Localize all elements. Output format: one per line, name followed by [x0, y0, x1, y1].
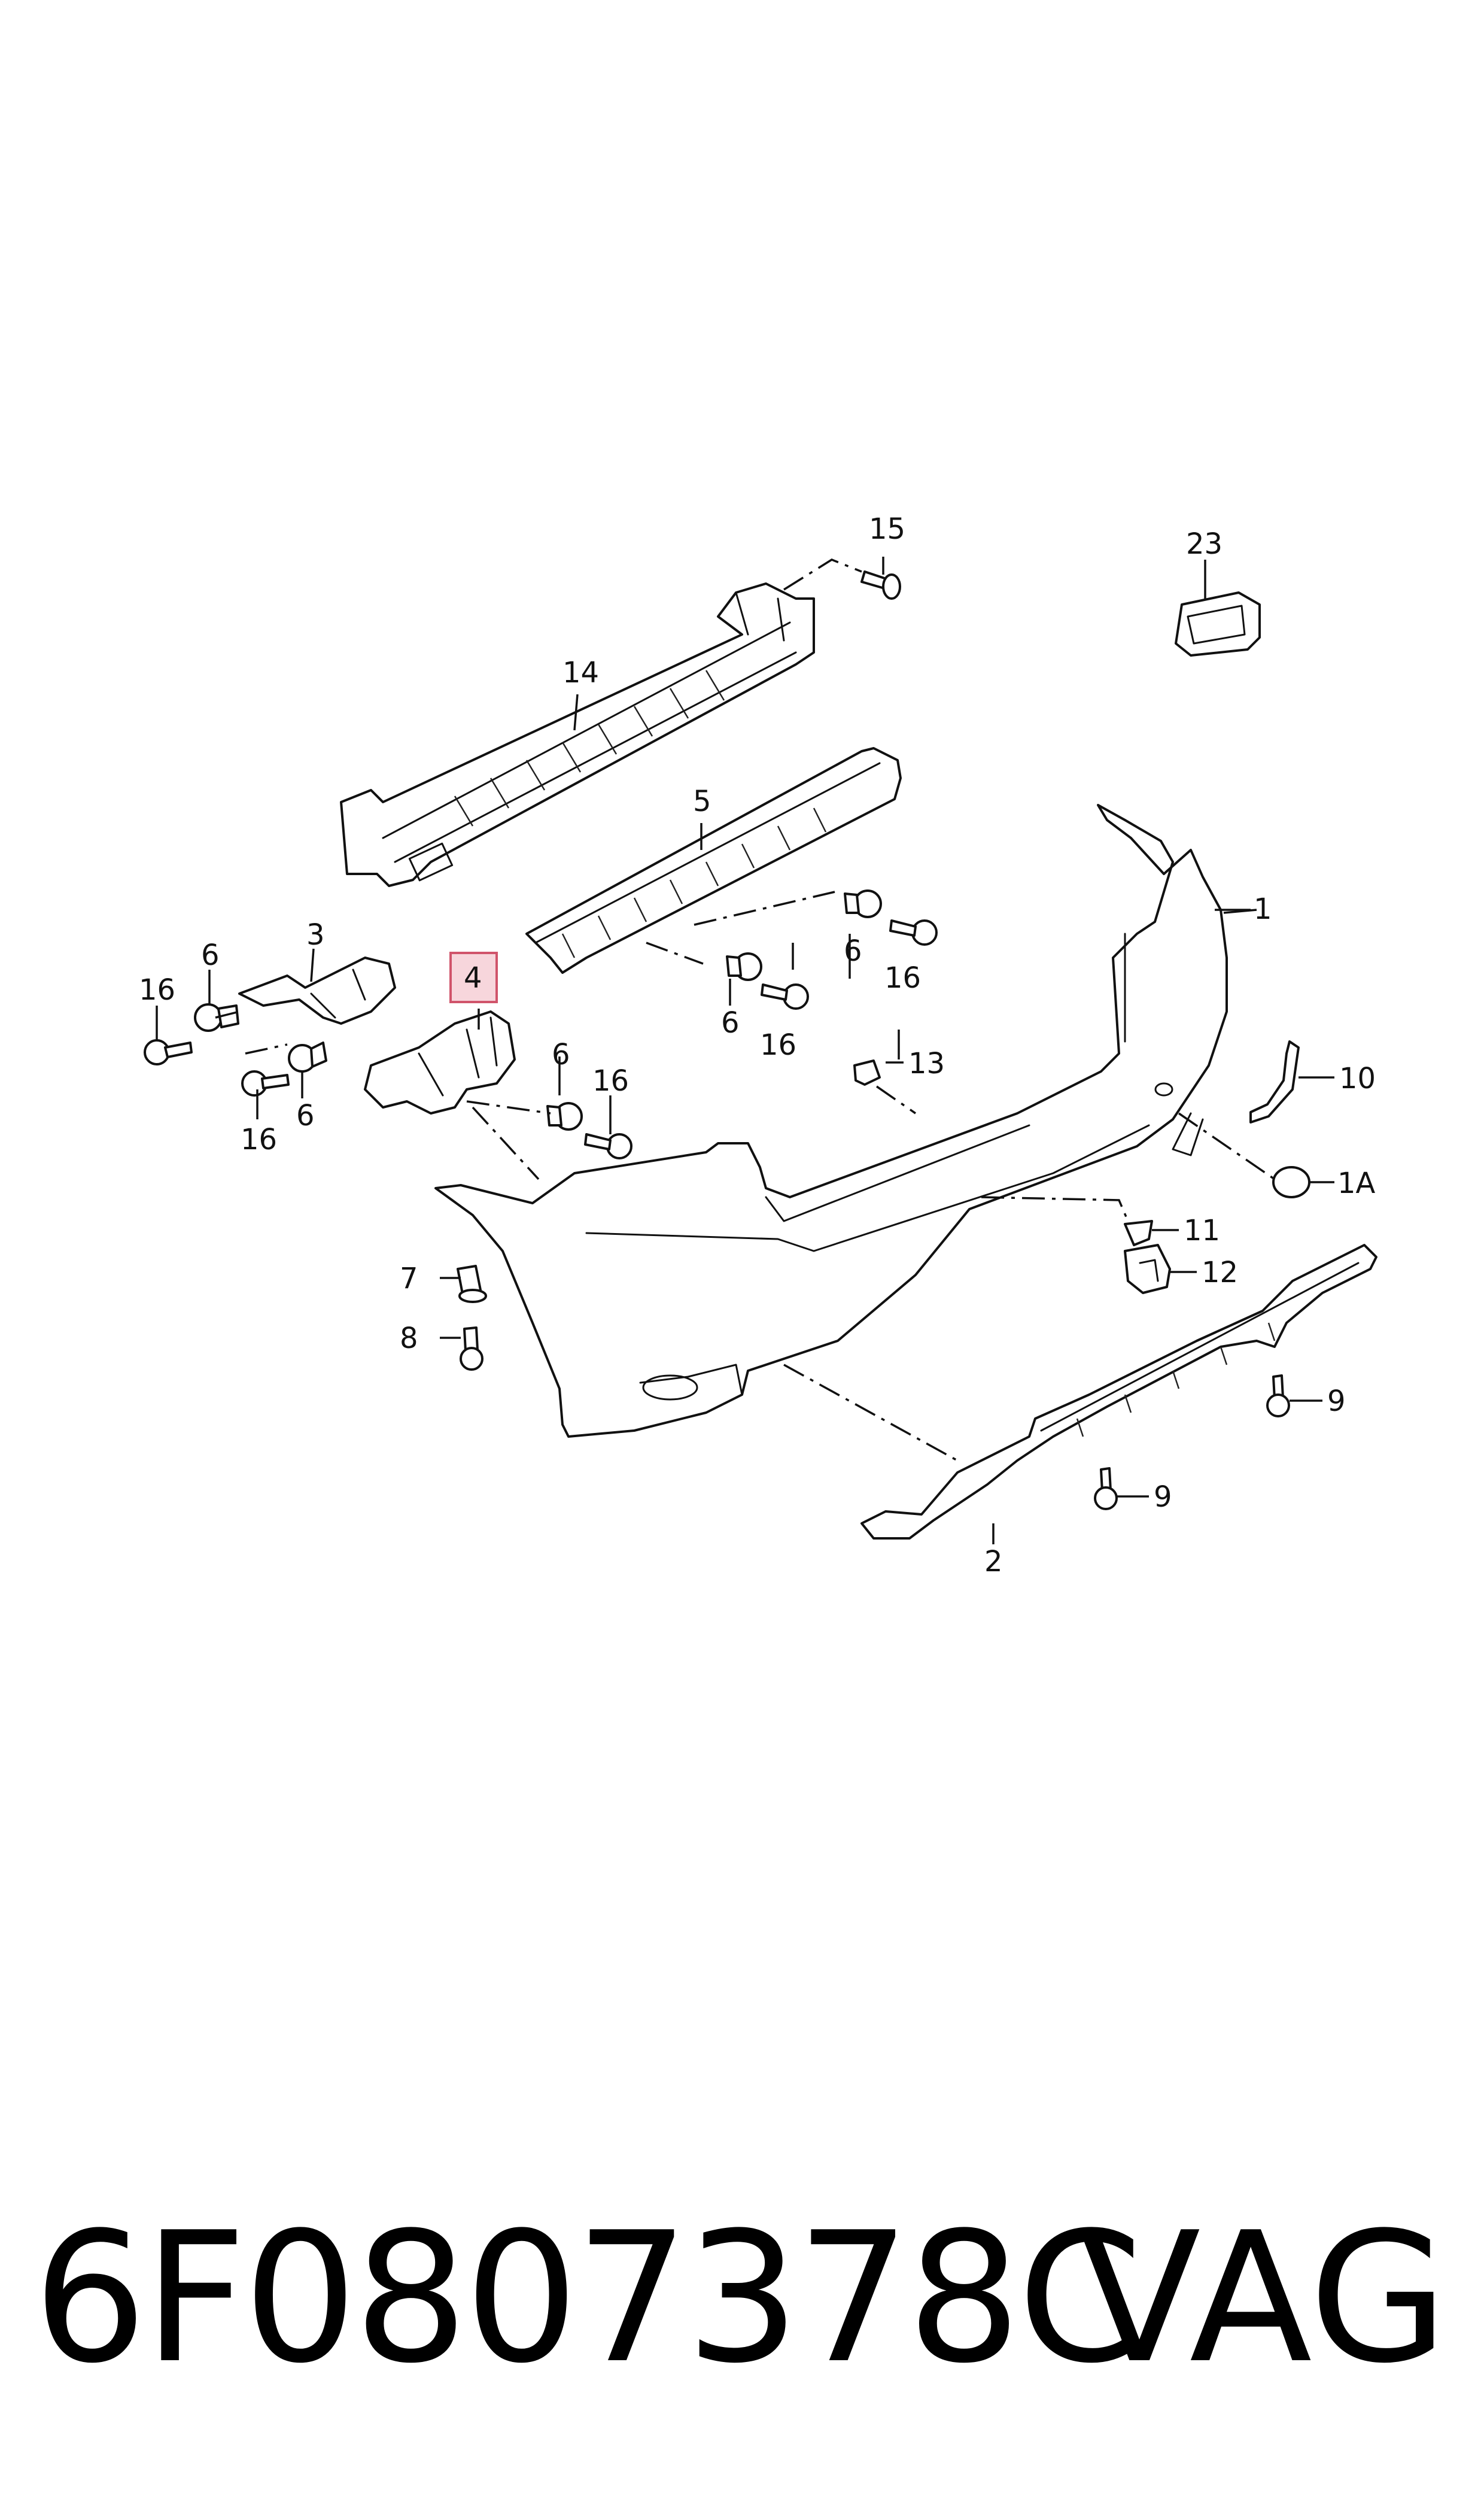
callout-2[interactable]: 2 [984, 1545, 1003, 1578]
callout-14[interactable]: 14 [562, 656, 599, 690]
callout-9-a[interactable]: 9 [1327, 1385, 1346, 1418]
impact-beam-14[interactable] [340, 582, 815, 887]
callout-7[interactable]: 7 [400, 1262, 418, 1295]
bumper-cover-1[interactable] [434, 804, 1228, 1438]
callout-6-d[interactable]: 6 [721, 1006, 740, 1040]
bolt-15[interactable] [860, 570, 901, 600]
callout-3[interactable]: 3 [306, 918, 325, 952]
screw-16-d[interactable] [761, 983, 809, 1010]
clip-7[interactable] [457, 1265, 487, 1303]
callout-16-d[interactable]: 16 [760, 1028, 796, 1062]
callout-15[interactable]: 15 [869, 512, 905, 546]
screw-8[interactable] [460, 1326, 483, 1371]
trim-strip-10[interactable] [1249, 1040, 1300, 1124]
part-number: 6F0807378C [33, 2194, 1143, 2403]
screw-16-c[interactable] [584, 1133, 632, 1159]
callout-12[interactable]: 12 [1202, 1256, 1238, 1289]
energy-absorber-5[interactable] [525, 747, 902, 974]
callout-16-e[interactable]: 16 [884, 961, 921, 995]
brand-label: VAG [1078, 2194, 1448, 2403]
nut-6-d[interactable] [726, 952, 762, 981]
nut-6-a[interactable] [194, 1003, 239, 1032]
screw-16-b[interactable] [241, 1070, 290, 1097]
nut-6-b[interactable] [288, 1042, 327, 1073]
callout-16-c[interactable]: 16 [592, 1064, 629, 1098]
callout-labels: 15 23 14 5 1 3 4 6 16 6 16 6 16 6 16 6 1… [139, 512, 1376, 1578]
callout-9-b[interactable]: 9 [1154, 1480, 1172, 1514]
screw-16-e[interactable] [889, 919, 938, 946]
callout-6-c[interactable]: 6 [552, 1038, 570, 1071]
callout-23[interactable]: 23 [1186, 527, 1223, 561]
highlight-box-4 [449, 952, 498, 1003]
bracket-4[interactable] [364, 1010, 516, 1115]
callout-6-a[interactable]: 6 [201, 939, 220, 972]
tow-eye-cap-1a[interactable] [1272, 1166, 1310, 1198]
callout-1[interactable]: 1 [1254, 892, 1272, 926]
assembly-lines [215, 558, 1275, 1462]
leader-lines [156, 557, 1334, 1544]
screw-9-b[interactable] [1094, 1467, 1118, 1510]
diffuser-2[interactable] [860, 1244, 1377, 1540]
callout-6-b[interactable]: 6 [296, 1099, 315, 1133]
clip-13[interactable] [853, 1059, 881, 1086]
bracket-3[interactable] [238, 957, 396, 1025]
screw-9-a[interactable] [1266, 1374, 1290, 1417]
screw-16-a[interactable] [144, 1039, 193, 1065]
callout-8[interactable]: 8 [400, 1322, 418, 1355]
callout-10[interactable]: 10 [1339, 1062, 1376, 1095]
sensor-bracket-23[interactable] [1175, 591, 1261, 657]
callout-16-b[interactable]: 16 [241, 1123, 277, 1156]
nut-6-c[interactable] [546, 1102, 583, 1131]
callout-16-a[interactable]: 16 [139, 973, 175, 1007]
callout-13[interactable]: 13 [908, 1047, 945, 1080]
clip-11[interactable] [1124, 1220, 1153, 1246]
callout-1a[interactable]: 1A [1337, 1167, 1376, 1200]
bracket-12[interactable] [1124, 1244, 1171, 1294]
callout-4[interactable]: 4 [464, 961, 482, 995]
callout-11[interactable]: 11 [1184, 1214, 1220, 1247]
nut-6-e[interactable] [844, 889, 882, 918]
callout-5[interactable]: 5 [693, 785, 711, 818]
callout-6-e[interactable]: 6 [844, 934, 862, 968]
